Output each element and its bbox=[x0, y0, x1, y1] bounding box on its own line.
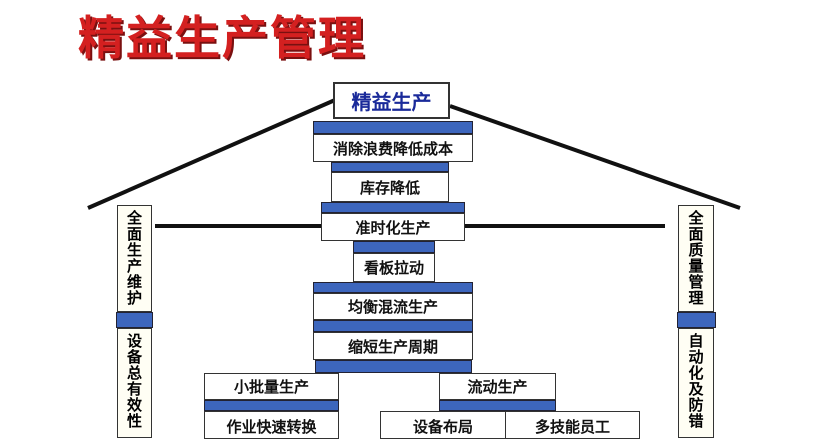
left-branch-box: 作业快速转换 bbox=[204, 411, 339, 439]
left-pillar-bottom: 设备总有效性 bbox=[117, 328, 152, 438]
right-branch-box: 多技能员工 bbox=[505, 411, 640, 439]
center-box: 库存降低 bbox=[331, 172, 449, 202]
center-box: 缩短生产周期 bbox=[313, 332, 473, 360]
blue-bar bbox=[315, 360, 472, 373]
roof-right-line bbox=[449, 104, 741, 210]
right-branch-box: 流动生产 bbox=[439, 373, 556, 400]
blue-bar bbox=[321, 202, 465, 213]
blue-bar bbox=[313, 320, 473, 332]
right-pillar-bottom: 自动化及防错 bbox=[678, 328, 714, 438]
blue-bar bbox=[331, 162, 449, 172]
blue-bar bbox=[204, 400, 339, 411]
left-branch-box: 小批量生产 bbox=[204, 373, 339, 400]
page-title: 精益生产管理 bbox=[78, 11, 366, 65]
center-box: 看板拉动 bbox=[353, 253, 435, 282]
roof-left-line bbox=[87, 98, 336, 210]
blue-bar bbox=[116, 312, 153, 328]
right-pillar-top: 全面质量管理 bbox=[678, 205, 714, 312]
right-branch-box: 设备布局 bbox=[380, 411, 506, 439]
blue-bar bbox=[313, 282, 473, 293]
blue-bar bbox=[313, 121, 473, 134]
roof-box: 精益生产 bbox=[333, 82, 450, 119]
center-box: 准时化生产 bbox=[321, 213, 465, 241]
blue-bar bbox=[353, 241, 435, 253]
center-box: 均衡混流生产 bbox=[313, 293, 473, 320]
center-box: 消除浪费降低成本 bbox=[313, 134, 473, 162]
blue-bar bbox=[439, 400, 556, 411]
blue-bar bbox=[677, 312, 716, 328]
left-pillar-top: 全面生产维护 bbox=[117, 205, 152, 312]
